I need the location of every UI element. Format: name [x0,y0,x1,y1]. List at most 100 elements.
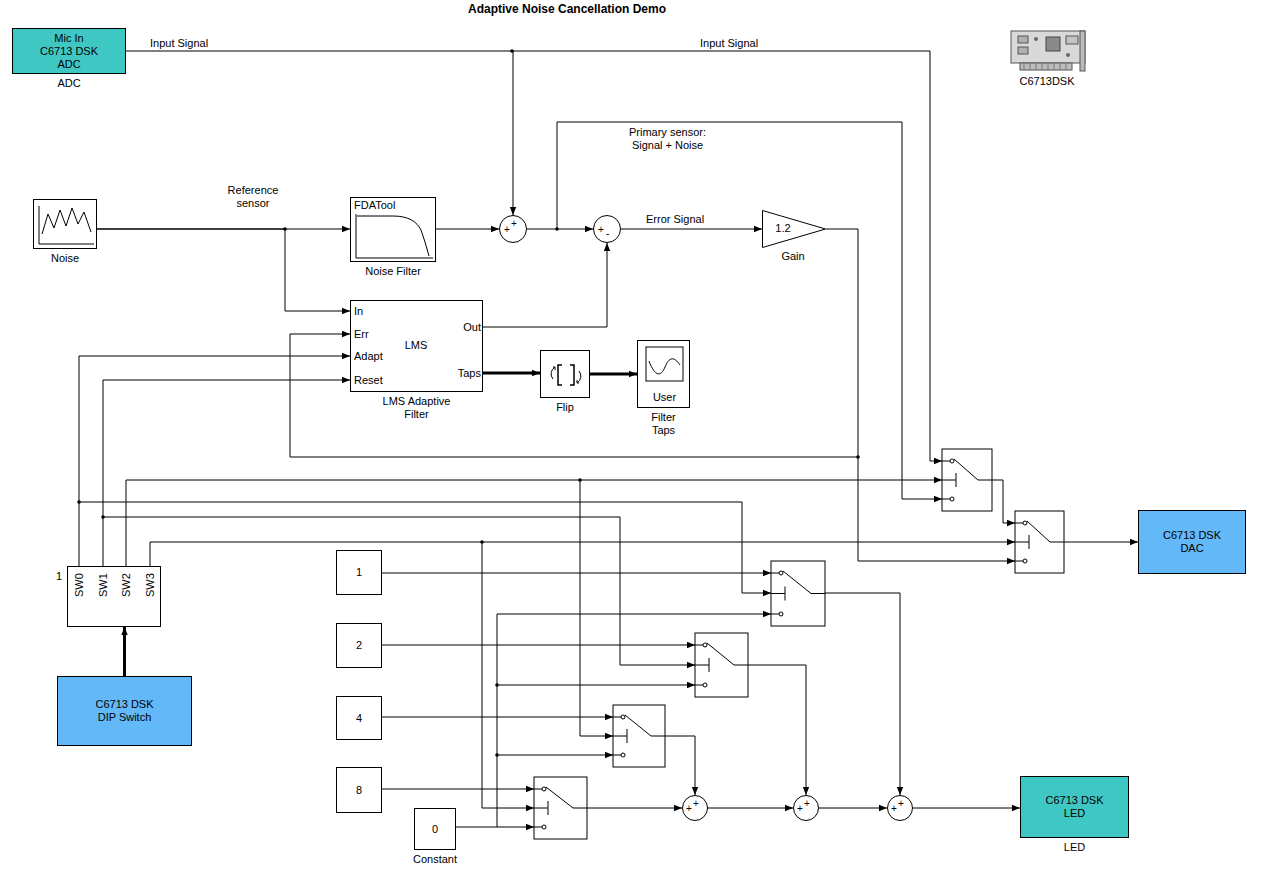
signal-wire [557,122,942,499]
signal-wire [482,542,534,808]
block-text: 1 [56,570,62,583]
switch-block [942,449,992,511]
signal-connector [621,229,762,230]
signal-wire [512,51,942,461]
switch-block [1015,511,1064,573]
branch-dot [495,683,499,687]
constant-block: 4 [336,696,382,740]
block-text: LMS [396,339,436,352]
board-icon [1008,27,1088,73]
signal-connector [819,808,887,809]
signal-wire [382,645,695,646]
signal-wire [587,808,682,809]
block-text: Out [447,321,481,334]
block-text: + [504,224,510,235]
block-text: Constant [400,853,470,866]
block-text: + [686,803,692,814]
block-text: Flip [535,401,595,414]
edge-label: Input Signal [150,37,208,50]
block-text: + [804,798,810,809]
noise-source: Noise [33,199,97,249]
signal-wire [580,480,613,736]
block-text: LED [1045,841,1105,854]
block-text: Err [354,328,369,341]
adc-block: Mic In C6713 DSK ADCADC [12,28,126,74]
tri-icon [762,210,826,248]
signal-connector [290,229,858,457]
block-text: FDATool [354,199,395,212]
signal-connector [708,808,793,809]
block-text: SW0 [73,573,86,597]
block-text: 1 [339,566,379,579]
sum-block: ++ [793,795,819,821]
noise-icon [34,200,98,250]
sum-block: +- [593,215,621,243]
block-text: + [511,218,517,229]
block-text: LMS Adaptive Filter [378,395,456,421]
edge-label: Reference sensor [222,184,284,210]
scope-block: UserFilter Taps [637,340,690,408]
signal-label: Input Signal [700,37,758,50]
branch-dot [578,478,582,482]
lms-block: InErrAdaptResetLMSOutTapsLMS Adaptive Fi… [350,300,483,392]
gain-block: 1.2Gain [762,210,826,248]
block-text: 1.2 [766,222,800,235]
branch-dot [495,753,499,757]
block-text: Noise [35,252,95,265]
signal-wire [382,573,771,574]
block-text: + [891,803,897,814]
signal-label: Primary sensor: Signal + Noise [620,126,715,152]
signal-wire [748,665,806,795]
block-text: Adapt [354,350,383,363]
signal-wire [1064,542,1138,543]
constant-block: 8 [336,767,382,813]
signal-wire [992,480,1015,523]
block-text: 8 [339,784,379,797]
signal-connector [913,808,1020,809]
signal-wire [497,685,695,686]
block-text: User [638,391,691,404]
switch-block [771,561,825,626]
block-text: In [354,305,363,318]
flip-icon [541,351,591,399]
block-text: 2 [339,639,379,652]
block-text: SW3 [144,573,157,597]
block-text: Filter Taps [642,411,686,437]
block-text: Mic In C6713 DSK ADC [39,32,99,71]
sum-block: ++ [887,795,913,821]
block-text: ADC [34,77,104,90]
block-text: C6713DSK [1002,75,1092,88]
signal-wire [858,457,1015,561]
block-text: C6713 DSK LED [1045,794,1105,820]
edge-label: Error Signal [646,213,704,226]
switch-block [613,705,665,767]
signal-wire [382,789,534,790]
signal-connector [97,229,350,311]
constant-block: 1 [336,550,382,595]
signal-wire [497,614,771,827]
sum-block: ++ [499,215,527,243]
signal-wire [497,755,613,756]
led-block: C6713 DSK LEDLED [1020,776,1129,838]
signal-wire [103,517,695,665]
signal-connector [79,356,350,566]
block-text: 4 [339,712,379,725]
block-text: SW2 [120,573,133,597]
signal-connector [483,372,540,375]
board-icon: C6713DSK [1008,27,1088,73]
block-text: C6713 DSK DIP Switch [93,698,157,724]
switch-block [695,633,748,697]
diagram-title: Adaptive Noise Cancellation Demo [367,3,767,16]
block-text: SW1 [97,573,110,597]
signal-wire [456,827,534,828]
block-text: Noise Filter [348,265,438,278]
signal-connector [590,373,637,376]
signal-connector [436,229,499,230]
dip-switch-block: C6713 DSK DIP Switch [57,676,192,746]
signal-connector [483,243,607,327]
flip-block: Flip [540,350,590,398]
dac-block: C6713 DSK DAC [1138,510,1246,574]
signal-wire [126,480,942,566]
block-text: 0 [417,823,453,836]
block-text: Reset [354,374,383,387]
